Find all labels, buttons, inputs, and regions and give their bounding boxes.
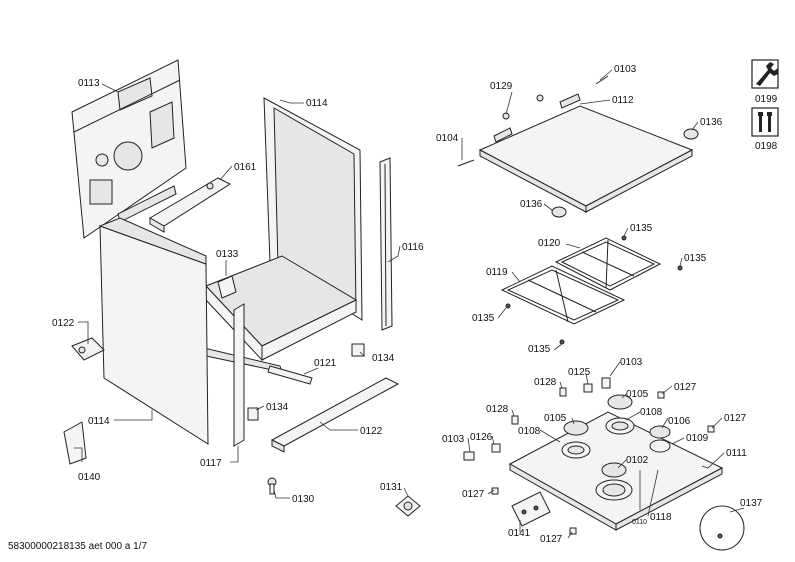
label-0121: 0121 bbox=[314, 358, 337, 369]
leader-lines bbox=[74, 69, 745, 539]
label-0105-a: 0105 bbox=[626, 389, 649, 400]
back-panel-0113 bbox=[71, 59, 187, 239]
label-0112: 0112 bbox=[612, 95, 634, 106]
label-0111: 0111 bbox=[726, 448, 747, 459]
label-0110: 0110 bbox=[632, 519, 647, 526]
clip-0128-a bbox=[559, 387, 567, 397]
label-0117: 0117 bbox=[200, 458, 222, 469]
label-0105-b: 0105 bbox=[544, 413, 567, 424]
label-0136-b: 0136 bbox=[520, 199, 543, 210]
bumper-0136-b bbox=[551, 206, 567, 218]
burner-0108-a bbox=[605, 417, 635, 435]
label-0130: 0130 bbox=[292, 494, 315, 505]
burner-0109 bbox=[649, 439, 671, 453]
burner-0110 bbox=[595, 479, 633, 501]
strip-0117 bbox=[233, 303, 245, 447]
screws-icon: 0198 bbox=[751, 107, 779, 152]
burner-0105-a bbox=[607, 394, 633, 410]
bracket-0133 bbox=[217, 275, 237, 299]
label-0113: 0113 bbox=[78, 78, 100, 89]
cap-0129 bbox=[502, 94, 544, 120]
rail-0121 bbox=[267, 365, 313, 385]
tool-wrench-icon: 0199 bbox=[751, 59, 779, 105]
label-0134-a: 0134 bbox=[372, 353, 395, 364]
plate-0141 bbox=[511, 491, 551, 527]
label-0104: 0104 bbox=[436, 133, 459, 144]
strip-0116 bbox=[379, 157, 393, 331]
label-0103-left: 0103 bbox=[442, 434, 465, 445]
label-0122-left: 0122 bbox=[52, 318, 75, 329]
clip-0128-b bbox=[511, 415, 519, 425]
burner-0108-b bbox=[561, 441, 591, 459]
side-panel-0114-right bbox=[263, 97, 363, 321]
burner-0102 bbox=[601, 462, 627, 478]
label-0161: 0161 bbox=[234, 162, 257, 173]
label-0120: 0120 bbox=[538, 238, 561, 249]
label-0127-d: 0127 bbox=[540, 534, 563, 545]
grate-0119 bbox=[500, 265, 626, 325]
gasket-0131 bbox=[395, 495, 421, 517]
label-0118: 0118 bbox=[650, 512, 672, 523]
label-0135-a: 0135 bbox=[630, 223, 653, 234]
part-labels: 0113 0114 0161 0116 0133 0122 0134 0121 … bbox=[52, 64, 763, 545]
burner-0105-b bbox=[563, 420, 589, 436]
label-0134-b: 0134 bbox=[266, 402, 289, 413]
screw-0103-top bbox=[595, 75, 609, 85]
clip-0134-b bbox=[247, 407, 259, 421]
foot-bracket-0122-left bbox=[71, 337, 105, 361]
label-0106: 0106 bbox=[668, 416, 691, 427]
label-0128-b: 0128 bbox=[486, 404, 509, 415]
label-0137: 0137 bbox=[740, 498, 763, 509]
clip-0125 bbox=[583, 383, 593, 393]
label-0127-a: 0127 bbox=[674, 382, 697, 393]
document-footer: 58300000218135 aet 000 a 1/7 bbox=[8, 541, 148, 552]
label-0131: 0131 bbox=[380, 482, 403, 493]
label-0135-c: 0135 bbox=[472, 313, 495, 324]
side-panel-0114-left bbox=[98, 217, 209, 445]
clip-0126 bbox=[491, 443, 501, 453]
bumper-0136-a bbox=[683, 128, 699, 140]
label-0108-b: 0108 bbox=[518, 426, 541, 437]
label-0114-bottom: 0114 bbox=[88, 416, 110, 427]
label-0119: 0119 bbox=[486, 267, 508, 278]
label-0103-top: 0103 bbox=[614, 64, 637, 75]
label-0108-a: 0108 bbox=[640, 407, 663, 418]
label-0128-a: 0128 bbox=[534, 377, 557, 388]
label-0198: 0198 bbox=[755, 141, 778, 152]
label-0127-b: 0127 bbox=[724, 413, 747, 424]
label-0135-d: 0135 bbox=[528, 344, 551, 355]
clip-0103-mid bbox=[601, 377, 611, 389]
lid-0112 bbox=[478, 93, 694, 213]
label-0133: 0133 bbox=[216, 249, 239, 260]
label-0135-b: 0135 bbox=[684, 253, 707, 264]
label-0102: 0102 bbox=[626, 455, 649, 466]
clip-0103-left bbox=[463, 451, 475, 461]
label-0126: 0126 bbox=[470, 432, 493, 443]
long-bracket-0122 bbox=[270, 377, 400, 453]
label-0140: 0140 bbox=[78, 472, 101, 483]
screw-0104 bbox=[457, 159, 475, 167]
ring-0137 bbox=[699, 505, 745, 551]
foot-0140 bbox=[63, 421, 87, 465]
rail-0161 bbox=[149, 177, 232, 233]
burner-0106 bbox=[649, 425, 671, 439]
label-0109: 0109 bbox=[686, 433, 709, 444]
label-0141: 0141 bbox=[508, 528, 531, 539]
label-0125: 0125 bbox=[568, 367, 591, 378]
label-0129: 0129 bbox=[490, 81, 513, 92]
clip-0127 bbox=[491, 391, 715, 535]
label-0114-top: 0114 bbox=[306, 98, 328, 109]
label-0199: 0199 bbox=[755, 94, 778, 105]
label-0127-c: 0127 bbox=[462, 489, 485, 500]
label-0136-a: 0136 bbox=[700, 117, 723, 128]
label-0122-bottom: 0122 bbox=[360, 426, 383, 437]
label-0103-mid: 0103 bbox=[620, 357, 643, 368]
grate-0120 bbox=[554, 237, 662, 291]
screw-0130 bbox=[267, 477, 277, 495]
foot-0135 bbox=[505, 235, 683, 345]
label-0116: 0116 bbox=[402, 242, 424, 253]
